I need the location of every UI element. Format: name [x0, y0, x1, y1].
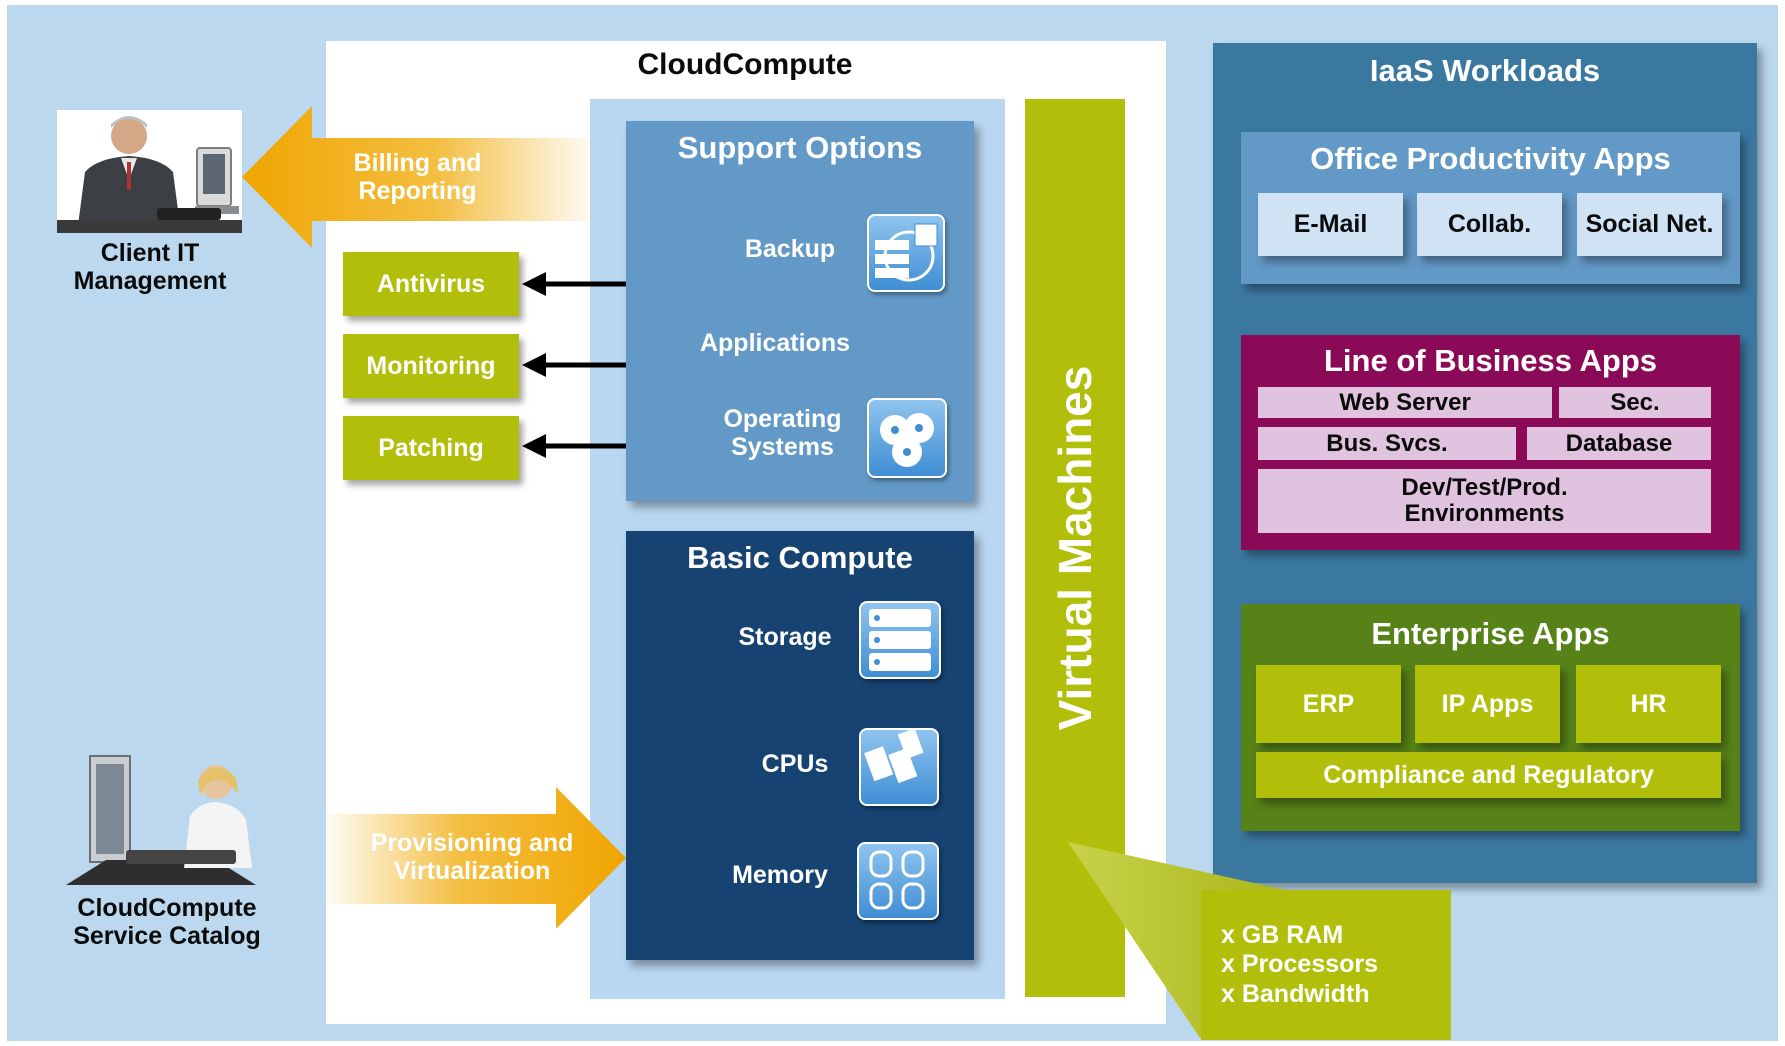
- iaas-workloads-title: IaaS Workloads: [1369, 53, 1601, 88]
- office-apps-title: Office Productivity Apps: [1310, 141, 1671, 176]
- antivirus-button[interactable]: Antivirus: [343, 252, 519, 316]
- compliance-box: Compliance and Regulatory: [1256, 752, 1721, 798]
- web-server-box: Web Server: [1258, 387, 1552, 418]
- social-net-app-box: Social Net.: [1577, 193, 1722, 256]
- operating-systems-line2: Systems: [731, 432, 834, 461]
- spec-ram: x GB RAM: [1221, 921, 1344, 949]
- business-services-box: Bus. Svcs.: [1258, 427, 1516, 460]
- client-it-label: Client IT Management: [40, 239, 260, 295]
- environments-line2: Environments: [1404, 500, 1565, 527]
- client-it-line2: Management: [73, 266, 227, 295]
- provisioning-line1: Provisioning and: [370, 829, 574, 857]
- basic-compute-title: Basic Compute: [687, 540, 913, 575]
- operating-systems-line1: Operating: [723, 405, 842, 433]
- applications-label: Applications: [699, 329, 850, 357]
- billing-arrow: [242, 106, 592, 248]
- vm-spec-callout: x GB RAM x Processors x Bandwidth: [1201, 890, 1451, 1040]
- monitoring-button[interactable]: Monitoring: [343, 334, 519, 398]
- collab-app-box: Collab.: [1417, 193, 1562, 256]
- storage-icon: [859, 601, 941, 679]
- client-it-line1: Client IT: [100, 239, 200, 267]
- backup-label: Backup: [744, 235, 836, 263]
- environments-box: Dev/Test/Prod. Environments: [1258, 469, 1711, 533]
- storage-label: Storage: [738, 623, 832, 651]
- backup-icon: [867, 214, 945, 292]
- cpus-chip-icon: [859, 728, 939, 806]
- provisioning-arrow: [326, 787, 626, 929]
- email-app-box: E-Mail: [1258, 193, 1403, 256]
- billing-line1: Billing and: [353, 149, 482, 177]
- billing-label: Billing and Reporting: [330, 149, 505, 205]
- environments-line1: Dev/Test/Prod.: [1401, 473, 1568, 501]
- operating-systems-label: Operating Systems: [700, 405, 865, 461]
- hr-box: HR: [1576, 665, 1721, 743]
- service-catalog-label: CloudCompute Service Catalog: [52, 894, 282, 950]
- spec-bandwidth: x Bandwidth: [1221, 979, 1370, 1008]
- lob-apps-title: Line of Business Apps: [1323, 343, 1657, 378]
- cpus-label: CPUs: [761, 750, 829, 778]
- operating-systems-disc-icon: [867, 398, 947, 478]
- billing-line2: Reporting: [358, 176, 477, 205]
- service-catalog-line2: Service Catalog: [73, 921, 261, 950]
- provisioning-label: Provisioning and Virtualization: [352, 829, 592, 885]
- erp-box: ERP: [1256, 665, 1401, 743]
- memory-label: Memory: [732, 861, 828, 889]
- enterprise-apps-title: Enterprise Apps: [1371, 616, 1610, 651]
- cloudcompute-title: CloudCompute: [637, 48, 853, 81]
- client-it-image: [57, 110, 242, 233]
- security-box: Sec.: [1559, 387, 1711, 418]
- support-options-title: Support Options: [677, 130, 923, 165]
- memory-icon: [857, 842, 939, 920]
- ip-apps-box: IP Apps: [1415, 665, 1560, 743]
- provisioning-line2: Virtualization: [393, 856, 551, 885]
- database-box: Database: [1527, 427, 1711, 460]
- patching-button[interactable]: Patching: [343, 416, 519, 480]
- spec-processors: x Processors: [1221, 950, 1379, 979]
- virtual-machines-label: Virtual Machines: [1049, 365, 1101, 731]
- service-catalog-image: [66, 750, 276, 885]
- service-catalog-line1: CloudCompute: [77, 894, 257, 922]
